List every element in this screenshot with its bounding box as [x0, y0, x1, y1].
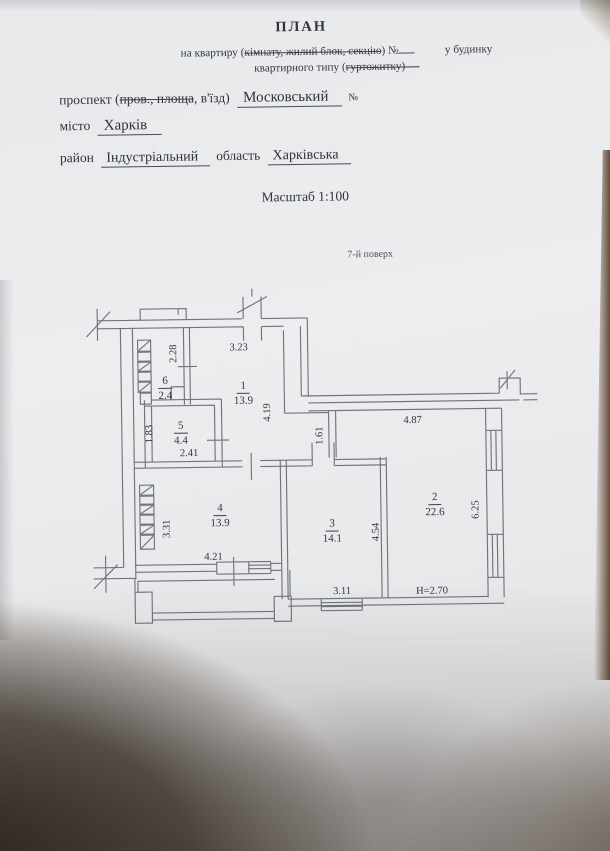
top-edge-shadow [0, 0, 610, 12]
dim-4-19: 4.19 [261, 403, 274, 422]
wall-left [93, 328, 137, 593]
room-label-5: 5 4.4 [173, 419, 188, 447]
bottom-shadow [0, 581, 610, 851]
dim-2-41: 2.41 [179, 447, 199, 460]
dim-1-83: 1.83 [144, 424, 156, 444]
wall-top-corridor [86, 288, 308, 341]
wall-right-windows [484, 408, 505, 598]
walls-room5-room6 [143, 327, 229, 469]
vent-shafts-upper [136, 339, 153, 405]
dim-4-21: 4.21 [204, 551, 223, 563]
dim-3-23: 3.23 [229, 342, 248, 354]
dim-3-31: 3.31 [161, 519, 173, 539]
room-label-4: 4 13.9 [210, 502, 230, 530]
wall-hall-bottom [134, 410, 387, 480]
dim-4-54: 4.54 [370, 522, 382, 542]
vent-shafts-lower [138, 484, 156, 550]
room-label-2: 2 22.6 [425, 491, 445, 519]
room-label-1: 1 13.9 [233, 379, 254, 407]
wall-partitions [279, 456, 389, 600]
dim-6-25: 6.25 [470, 500, 482, 519]
left-edge-shadow [0, 280, 14, 640]
top-right-corner-shadow [580, 0, 610, 46]
dim-4-87: 4.87 [403, 414, 422, 427]
dim-2-28: 2.28 [168, 344, 180, 364]
room-label-3: 3 14.1 [322, 517, 343, 545]
room-label-6: 6 2.4 [158, 374, 173, 402]
wall-corridor-outer [282, 317, 538, 414]
dim-1-61: 1.61 [314, 426, 326, 445]
